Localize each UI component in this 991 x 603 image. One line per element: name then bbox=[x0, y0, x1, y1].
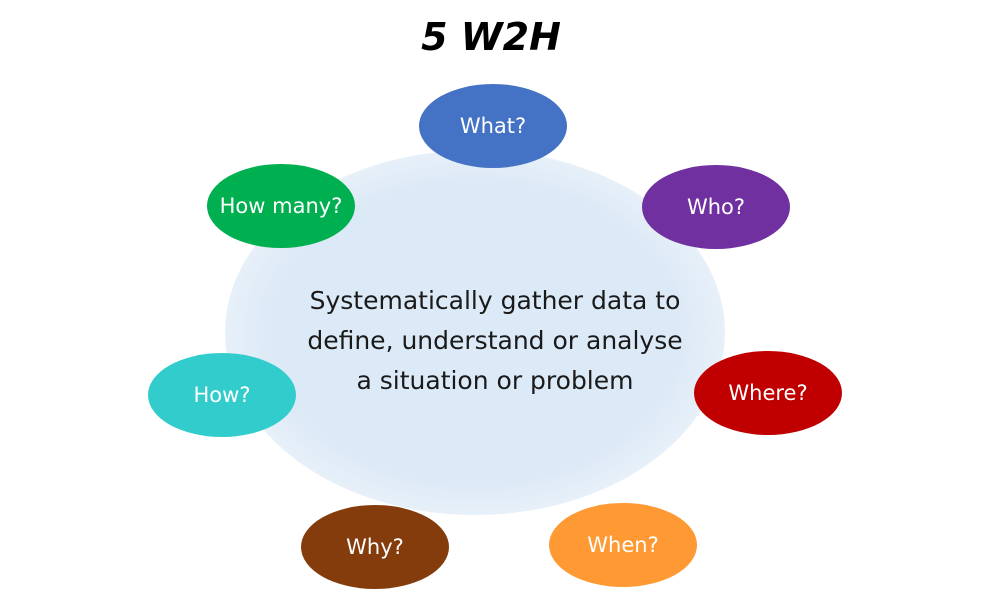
bubble-how-many: How many? bbox=[207, 164, 355, 248]
bubble-what: What? bbox=[419, 84, 567, 168]
bubble-why: Why? bbox=[301, 505, 449, 589]
bubble-when: When? bbox=[549, 503, 697, 587]
center-description: Systematically gather data to define, un… bbox=[245, 281, 745, 401]
bubble-who: Who? bbox=[642, 165, 790, 249]
diagram-title: 5 W2H bbox=[421, 15, 561, 59]
bubble-how: How? bbox=[148, 353, 296, 437]
bubble-where: Where? bbox=[694, 351, 842, 435]
center-line: Systematically gather data to bbox=[309, 286, 681, 315]
center-line: a situation or problem bbox=[356, 366, 634, 395]
center-line: define, understand or analyse bbox=[307, 326, 683, 355]
